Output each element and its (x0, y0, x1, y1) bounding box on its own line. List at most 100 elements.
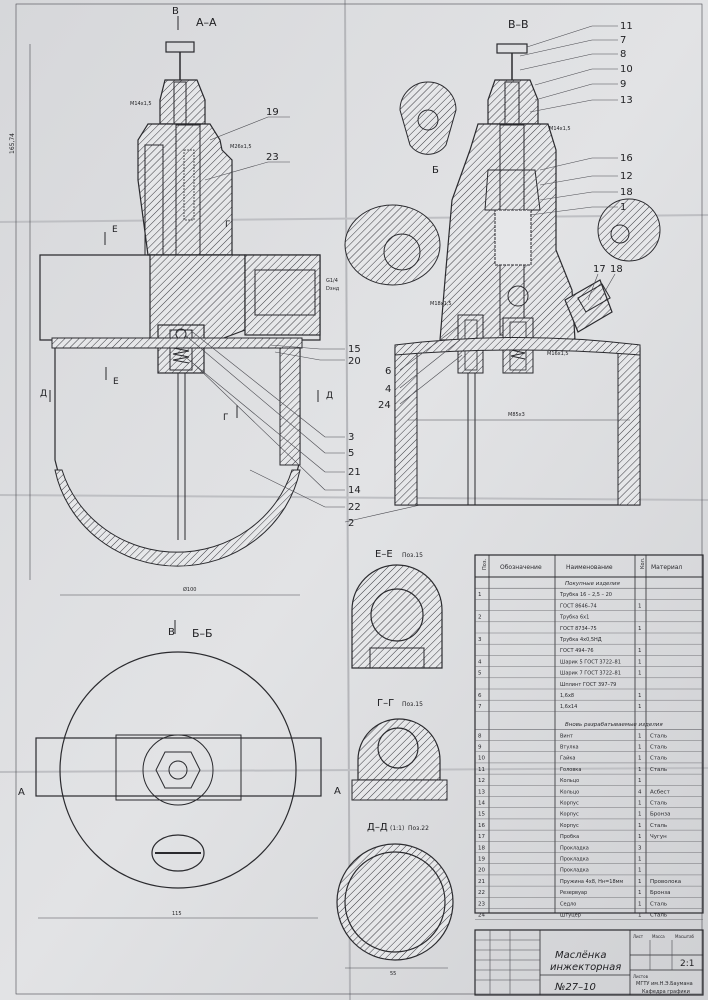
section-gg-pos: Поз.15 (402, 701, 423, 708)
title-scale-label: Масштаб (675, 934, 695, 939)
table-cell-qty: 1 (638, 659, 642, 665)
leader-vv-6: 6 (385, 366, 391, 377)
table-cell-qty: 1 (638, 626, 642, 632)
section-fragment-upper (399, 81, 457, 155)
table-section-bought: Покупные изделия (565, 581, 621, 587)
table-cell-mat: Асбест (650, 789, 671, 795)
cut-mark-e2: Е (113, 377, 119, 387)
table-cell-name: Головка (560, 767, 581, 773)
table-cell-pos: 21 (478, 879, 485, 885)
parts-table: Поз. Обозначение Наименование Кол. Матер… (474, 554, 704, 920)
table-cell-pos: 15 (478, 812, 485, 818)
thread-m18: М18х1,5 (430, 301, 452, 307)
view-section-bb: Б–Б В 115 А А (18, 620, 341, 919)
table-cell-qty: 1 (638, 868, 642, 874)
table-cell-pos: 6 (478, 693, 482, 699)
table-cell-name: ГОСТ 494–76 (560, 648, 594, 654)
cut-mark-v2: В (168, 627, 175, 638)
table-cell-pos: 20 (478, 868, 485, 874)
leader-aa-14: 14 (348, 485, 361, 496)
leader-aa-20: 20 (348, 356, 361, 367)
table-cell-name: Резервуар (560, 890, 587, 896)
table-cell-name: Шплинт ГОСТ 397–79 (560, 682, 616, 688)
upper-body-aa (137, 123, 233, 256)
view-section-gg: Г–Г Поз.15 (351, 698, 448, 801)
bb-outer-circle (59, 651, 297, 889)
leader-aa-22: 22 (348, 502, 361, 513)
section-vv-title: В–В (508, 18, 529, 31)
side-plug-vv (564, 279, 613, 333)
table-cell-pos: 24 (478, 913, 485, 919)
thread-g14: G1/4 (326, 278, 338, 284)
title-org-line1: МГТУ им.Н.Э.Баумана (636, 981, 693, 987)
leader-vv-17: 17 (593, 264, 606, 275)
table-cell-name: 1,6х8 (560, 693, 574, 699)
table-cell-qty: 3 (638, 845, 642, 851)
table-cell-name: Седло (560, 901, 576, 907)
leader-aa-5: 5 (348, 448, 354, 459)
title-block: Маслёнка инжекторная №27–10 Лист Масса М… (474, 929, 704, 996)
table-cell-pos: 11 (478, 767, 485, 773)
leader-aa-19: 19 (266, 107, 279, 118)
table-cell-qty: 1 (638, 812, 642, 818)
leader-aa-2: 2 (348, 518, 354, 529)
cut-mark-b1: Б (432, 165, 439, 176)
table-cell-name: Кольцо (560, 789, 579, 795)
thread-m85: М85х3 (508, 412, 525, 418)
table-cell-pos: 23 (478, 901, 485, 907)
view-section-vv: В–В М14х1,5 М18х1,5 М16х1,5 М85х3 (344, 18, 661, 506)
table-cell-mat: Сталь (650, 745, 667, 751)
dim-w115: 115 (172, 911, 182, 917)
table-cell-qty: 1 (638, 693, 642, 699)
table-cell-name: Пружина 4х8, Hн=18мм (560, 879, 623, 885)
dim-d55: 55 (390, 971, 396, 977)
table-row: 20 Прокладка 1 (478, 868, 642, 874)
table-cell-qty: 1 (638, 648, 642, 654)
table-row: Шплинт ГОСТ 397–79 (560, 682, 616, 688)
table-cell-qty: 1 (638, 890, 642, 896)
table-cell-pos: 13 (478, 789, 485, 795)
leader-aa-3: 3 (348, 432, 354, 443)
drawing-frame (15, 3, 703, 995)
section-fragment-right (597, 198, 661, 262)
section-fragment-left (344, 204, 441, 286)
table-cell-qty: 1 (638, 733, 642, 739)
table-cell-pos: 3 (478, 637, 482, 643)
table-cell-mat: Сталь (650, 823, 667, 829)
table-cell-name: Корпус (560, 823, 579, 829)
top-nut-aa (159, 79, 206, 125)
title-doc-no: №27–10 (554, 982, 596, 993)
title-org-line2: Кафедра графики (642, 989, 690, 995)
table-cell-qty: 1 (638, 745, 642, 751)
bb-center-boss (142, 734, 214, 806)
bb-plug (151, 834, 205, 872)
table-header-material: Материал (651, 564, 682, 571)
leader-vv-9: 9 (620, 79, 626, 90)
leader-aa-21: 21 (348, 467, 361, 478)
table-cell-qty: 1 (638, 603, 642, 609)
cut-mark-a2: А (334, 786, 341, 797)
title-name-line1: Маслёнка (555, 950, 607, 961)
table-cell-pos: 10 (478, 756, 485, 762)
leader-vv-7: 7 (620, 35, 626, 46)
table-cell-mat: Чугун (650, 834, 667, 840)
fold-line-bottom (0, 767, 708, 773)
table-cell-qty: 1 (638, 756, 642, 762)
table-cell-name: Прокладка (560, 868, 589, 874)
table-cell-pos: 9 (478, 745, 482, 751)
table-cell-qty: 1 (638, 778, 642, 784)
cut-mark-d2: Д (326, 391, 333, 401)
table-cell-name: Винт (560, 733, 573, 739)
dim-d100: Ø100 (183, 586, 196, 593)
table-cell-name: Шарик 7 ГОСТ 3722–81 (560, 671, 621, 677)
top-nut-vv (487, 79, 539, 125)
